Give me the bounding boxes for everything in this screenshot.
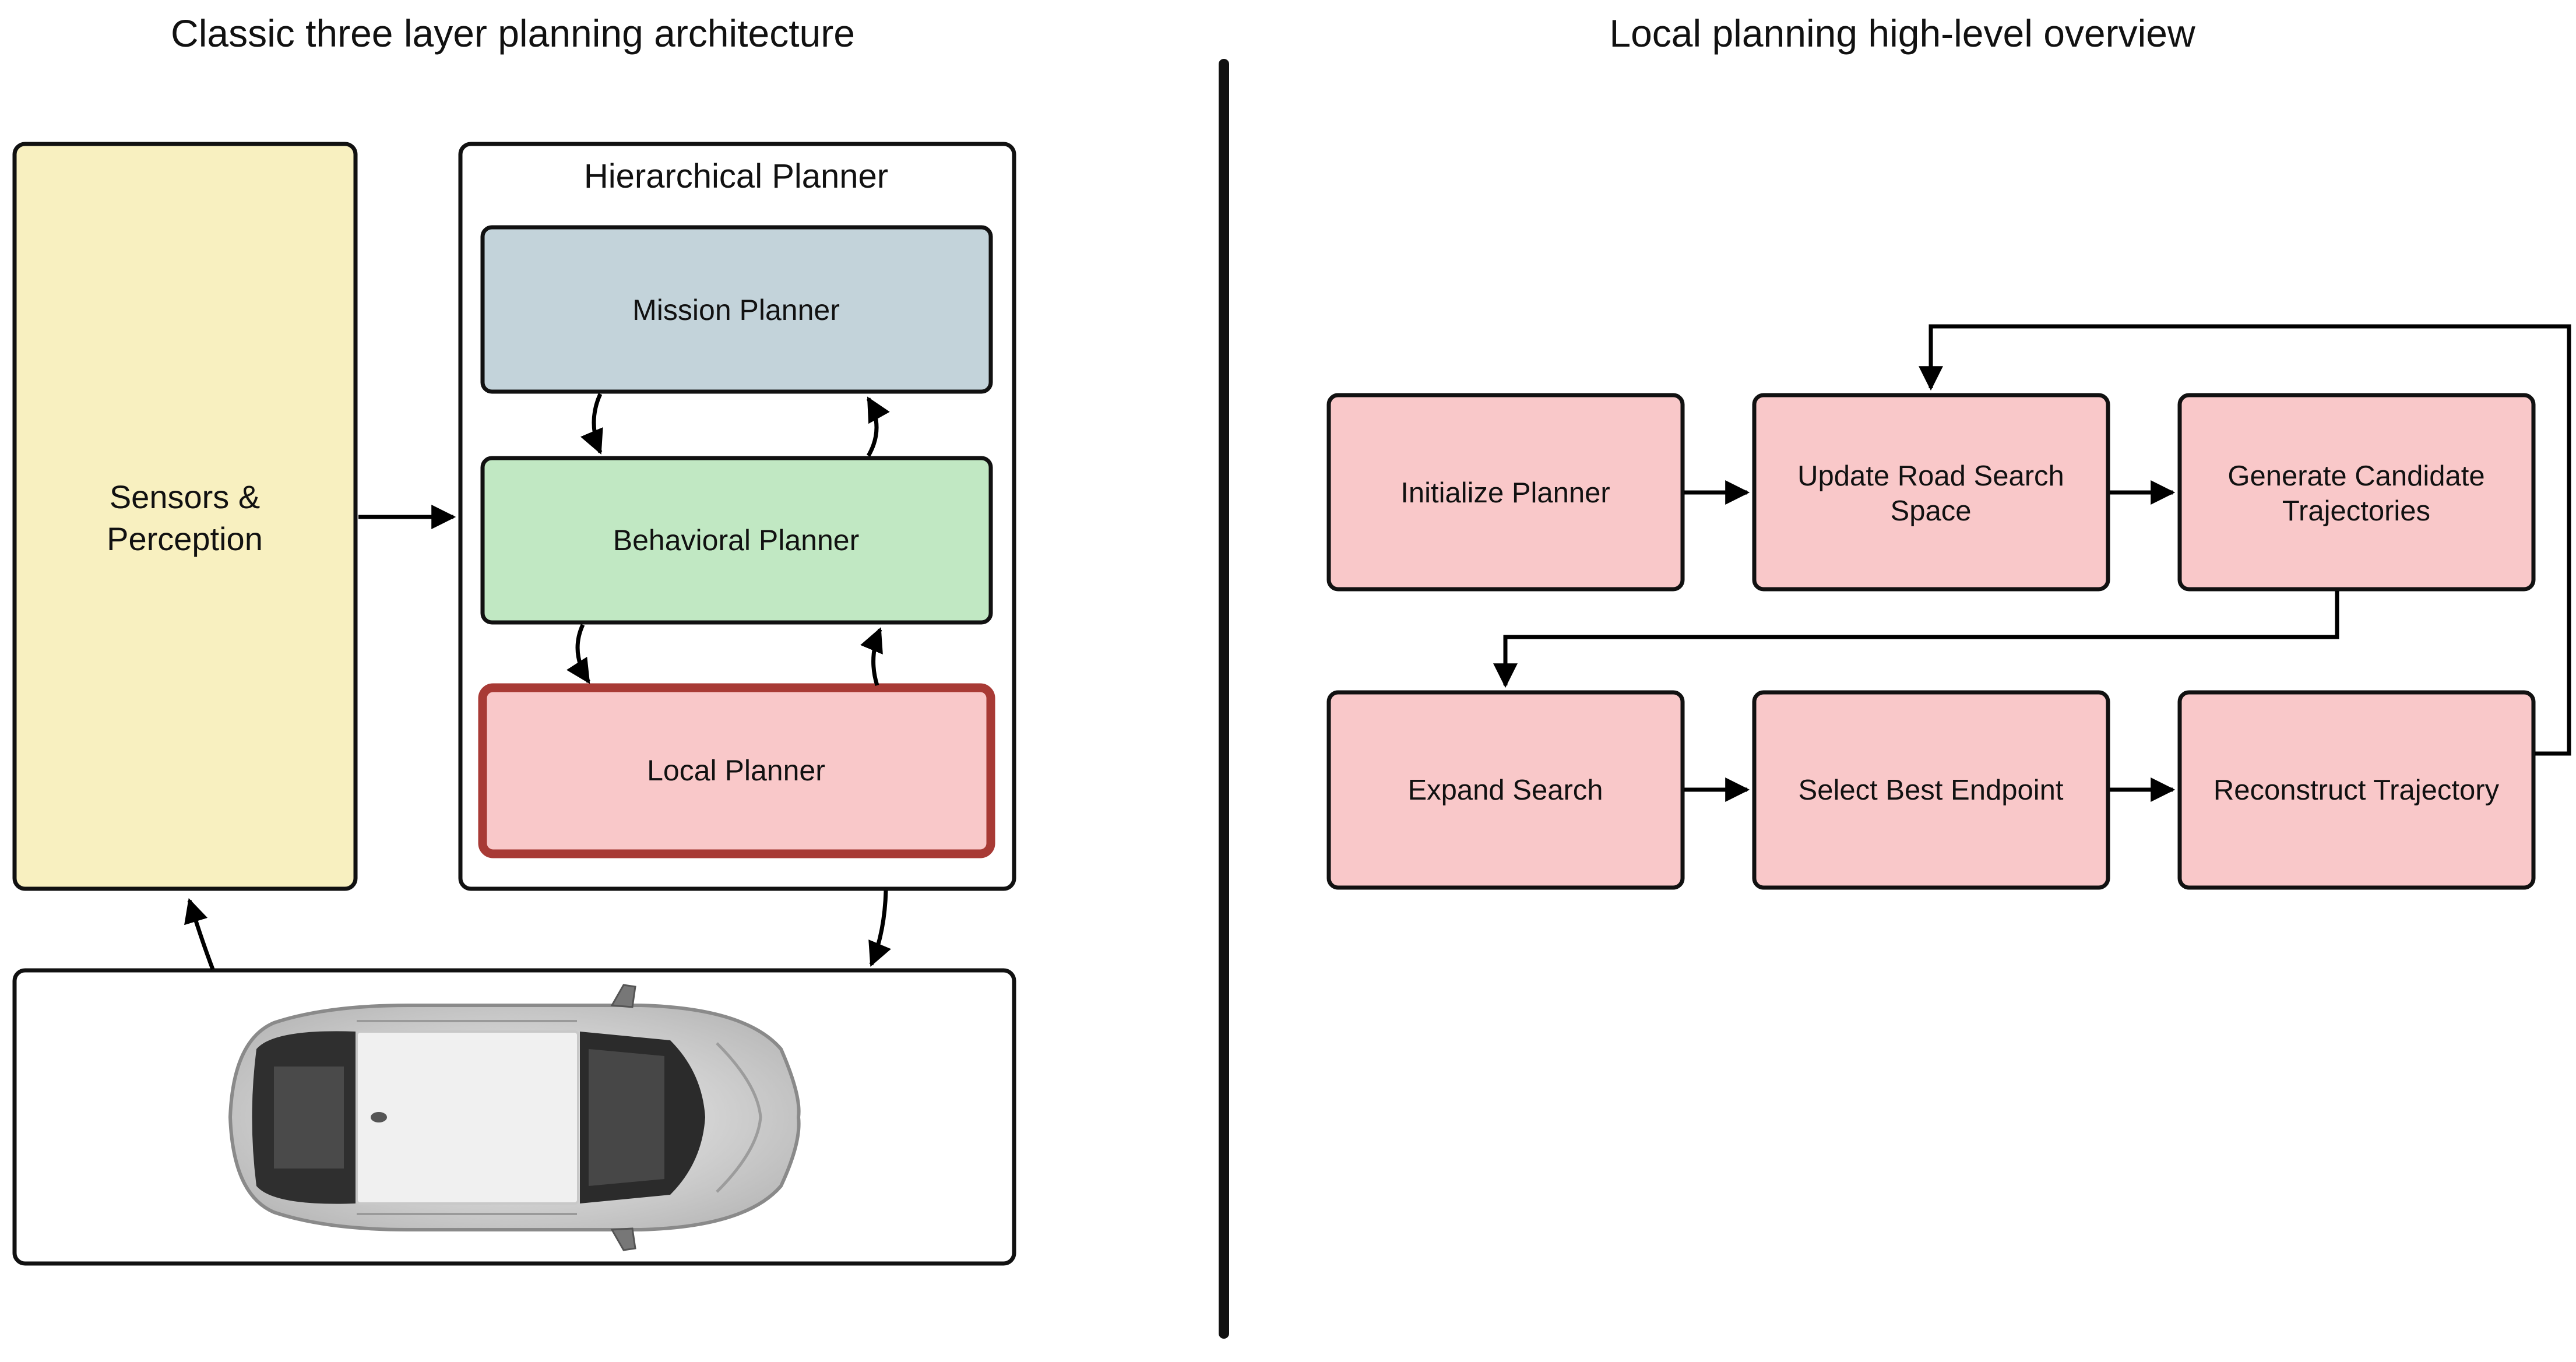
node-initialize-label: Initialize Planner [1400,477,1610,509]
node-reconstruct-trajectory[interactable]: Reconstruct Trajectory [2177,690,2536,890]
node-generate-rect [2177,393,2536,592]
sensors-label-line2: Perception [107,520,263,557]
node-expand-label: Expand Search [1407,775,1603,806]
behavioral-planner-rect [480,456,993,625]
arrow-planner-to-vehicle [868,890,891,967]
node-generate-label-line2: Trajectories [2282,495,2430,527]
left-panel-title: Classic three layer planning architectur… [171,12,855,55]
node-initialize-planner[interactable]: Initialize Planner [1326,393,1685,592]
behavioral-planner-label: Behavioral Planner [613,524,860,557]
vehicle-box[interactable] [12,968,1016,1266]
behavioral-planner-box[interactable]: Behavioral Planner [480,456,993,625]
arrow-behavioral-to-mission [866,396,890,457]
node-select-best-endpoint[interactable]: Select Best Endpoint [1752,690,2110,890]
node-expand-rect [1326,690,1685,890]
mission-planner-rect [480,225,993,394]
node-update-road-search-space[interactable]: Update Road Search Space [1752,393,2110,592]
node-initialize-rect [1326,393,1685,592]
node-reconstruct-rect [2177,690,2536,890]
node-reconstruct-label: Reconstruct Trajectory [2213,775,2500,806]
arrow-behavioral-to-local [566,624,590,684]
sensors-perception-rect [12,142,358,891]
node-expand-search[interactable]: Expand Search [1326,690,1685,890]
node-update-rect [1752,393,2110,592]
sensors-label-line1: Sensors & [110,478,260,515]
node-select-rect [1752,690,2110,890]
right-panel-title: Local planning high-level overview [1609,12,2195,55]
node-select-label: Select Best Endpoint [1799,775,2064,806]
mission-planner-label: Mission Planner [632,294,840,326]
node-update-label-line1: Update Road Search [1797,460,2064,492]
car-top-view-icon [228,984,801,1251]
arrow-vehicle-to-sensors [184,898,215,970]
local-planner-box[interactable]: Local Planner [478,683,995,858]
arrow-reconstruct-to-update-loop [1919,324,2571,756]
arrow-generate-to-expand [1493,591,2339,688]
local-planner-label: Local Planner [647,754,825,787]
node-generate-candidate-trajectories[interactable]: Generate Candidate Trajectories [2177,393,2536,592]
mission-planner-box[interactable]: Mission Planner [480,225,993,394]
sensors-perception-box[interactable]: Sensors & Perception [12,142,358,891]
node-generate-label-line1: Generate Candidate [2227,460,2484,492]
arrow-local-to-behavioral [860,627,883,687]
hierarchical-planner-box[interactable]: Hierarchical Planner Mission Planner Beh… [458,142,1016,891]
hierarchical-planner-title: Hierarchical Planner [584,157,888,195]
arrow-mission-to-behavioral [580,393,603,455]
local-planner-rect [478,683,995,858]
node-update-label-line2: Space [1891,495,1972,527]
